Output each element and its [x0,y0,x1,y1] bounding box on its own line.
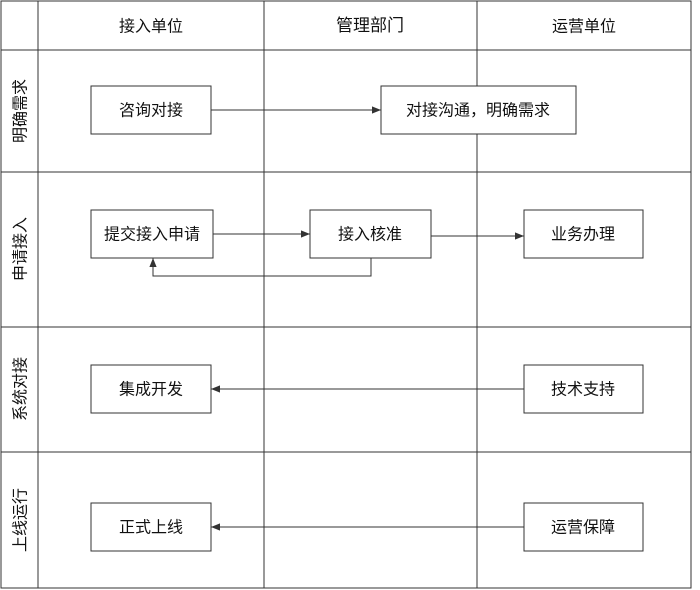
node-support: 技术支持 [523,364,644,414]
column-header-access-unit: 接入单位 [119,17,183,36]
node-consult: 咨询对接 [90,85,212,135]
node-submit: 提交接入申请 [90,209,214,259]
row-header-integration: 系统对接 [11,357,30,421]
node-handle: 业务办理 [523,209,644,259]
node-develop: 集成开发 [90,364,212,414]
flow-connectors [149,106,524,531]
row-header-apply: 申请接入 [11,217,30,281]
node-develop-label: 集成开发 [119,380,183,399]
column-header-operations-unit: 运营单位 [552,17,616,36]
node-consult-label: 咨询对接 [119,101,183,120]
node-launch-label: 正式上线 [119,518,183,537]
row-header-go-live: 上线运行 [11,488,30,552]
node-handle-label: 业务办理 [551,225,615,244]
node-communicate-label: 对接沟通，明确需求 [406,101,550,120]
row-header-requirements: 明确需求 [11,79,30,143]
node-submit-label: 提交接入申请 [104,225,200,244]
column-header-management-dept: 管理部门 [336,16,404,36]
node-guarantee-label: 运营保障 [551,518,615,537]
node-support-label: 技术支持 [551,380,615,399]
node-guarantee: 运营保障 [523,502,644,552]
node-approve: 接入核准 [309,209,432,259]
node-communicate: 对接沟通，明确需求 [380,85,577,135]
node-approve-label: 接入核准 [338,225,402,244]
node-launch: 正式上线 [90,502,212,552]
arrow-approve-back-to-submit [149,258,372,277]
